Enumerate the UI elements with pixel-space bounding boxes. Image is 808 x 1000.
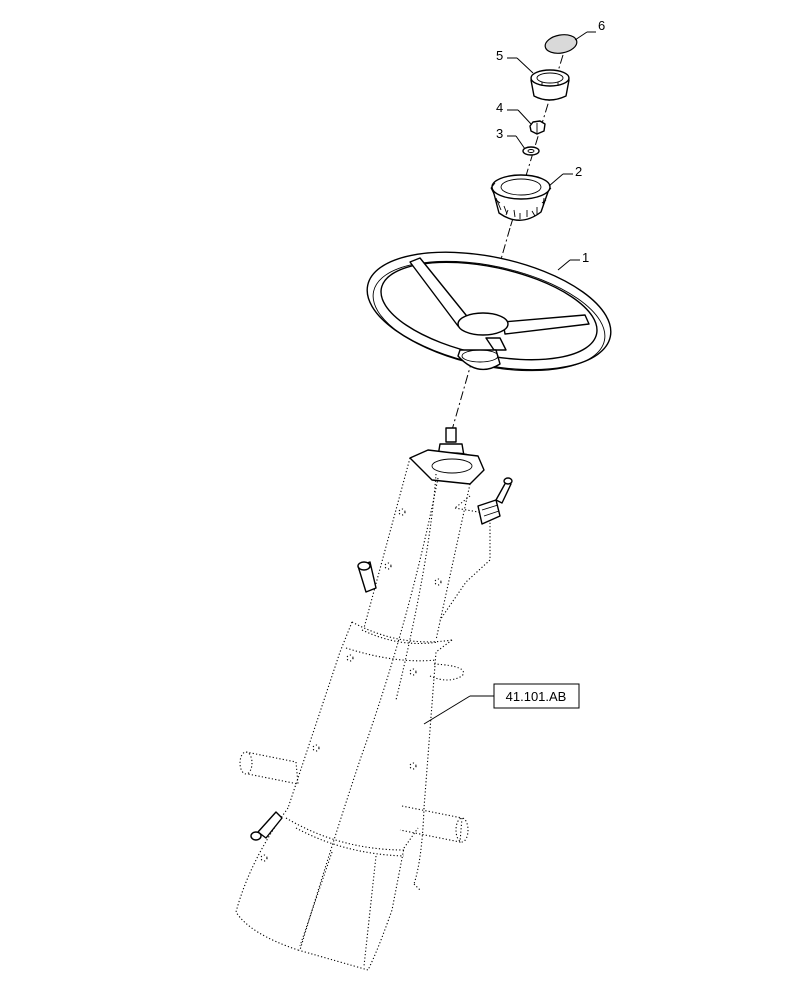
part-2-hub — [490, 174, 552, 221]
part-4-nut — [529, 120, 546, 135]
svg-text:6: 6 — [598, 18, 605, 33]
svg-text:2: 2 — [575, 164, 582, 179]
reference-callout: 41.101.AB — [423, 683, 580, 725]
svg-text:3: 3 — [496, 126, 503, 141]
reference-box — [493, 683, 580, 709]
part-5-hub-cover — [530, 69, 570, 101]
assembly-axis — [451, 54, 564, 431]
part-3-washer — [522, 146, 540, 156]
callout-3: 3 — [496, 126, 526, 150]
steering-column — [235, 427, 513, 971]
svg-text:1: 1 — [582, 250, 589, 265]
callout-5: 5 — [496, 48, 534, 74]
callout-2: 2 — [548, 164, 582, 187]
svg-text:4: 4 — [496, 100, 503, 115]
callout-4: 4 — [496, 100, 532, 125]
callout-1: 1 — [557, 250, 589, 271]
callout-6: 6 — [574, 18, 605, 41]
reference-label: 41.101.AB — [506, 689, 567, 704]
part-1-steering-wheel — [366, 251, 612, 372]
part-6-cap — [544, 34, 578, 54]
svg-text:5: 5 — [496, 48, 503, 63]
